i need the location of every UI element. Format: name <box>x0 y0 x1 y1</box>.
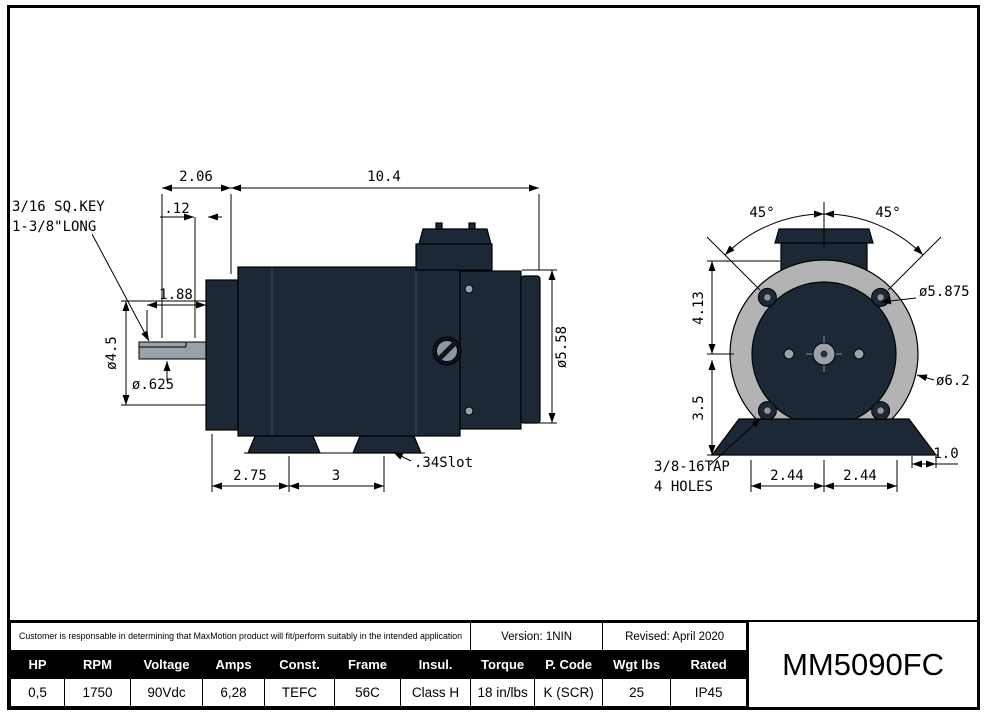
tap-note-line2: 4 HOLES <box>654 479 713 495</box>
rear-foot <box>352 435 422 454</box>
technical-drawing: 2.06 10.4 .12 1.88 ø4.5 ø.625 3/16 SQ.KE… <box>12 169 970 495</box>
c-face-flange <box>205 279 239 431</box>
motor-body <box>237 266 461 437</box>
motor-side-view <box>138 222 541 454</box>
dim-foot-front: 2.75 <box>233 468 267 484</box>
col-header-voltage: Voltage <box>130 650 203 679</box>
spec-value-voltage: 90Vdc <box>130 678 203 707</box>
dim-outer-dia: ø6.2 <box>936 373 970 389</box>
spec-value-frame: 56C <box>334 678 401 707</box>
col-header-frame: Frame <box>334 650 401 679</box>
flange-bolt-holes <box>757 287 891 421</box>
col-header-torque: Torque <box>470 650 536 679</box>
col-header-insul: Insul. <box>399 650 472 679</box>
dim-angle-right: 45° <box>875 205 900 221</box>
dim-flange-dia: ø4.5 <box>104 336 120 370</box>
model-number: MM5090FC <box>747 622 977 707</box>
version-cell: Version: 1NIN <box>470 622 604 651</box>
title-block: Customer is responsable in determining t… <box>9 620 977 707</box>
col-header-wgt: Wgt lbs <box>602 650 672 679</box>
col-header-const: Const. <box>264 650 335 679</box>
col-header-rpm: RPM <box>64 650 131 679</box>
col-header-hp: HP <box>10 650 65 679</box>
dim-foot-edge: 1.0 <box>933 446 958 462</box>
dim-shaft-dia: ø.625 <box>132 377 174 393</box>
dim-angle-left: 45° <box>749 205 774 221</box>
side-view-dimensions: 2.06 10.4 .12 1.88 ø4.5 ø.625 3/16 SQ.KE… <box>12 169 570 492</box>
spec-table: Customer is responsable in determining t… <box>9 622 748 707</box>
front-view-dimensions: 45° 45° 4.13 3.5 ø5.875 ø6.2 1.0 <box>654 202 970 495</box>
spec-value-torque: 18 in/lbs <box>470 678 536 707</box>
disclaimer-text: Customer is responsable in determining t… <box>9 622 472 651</box>
rear-housing <box>459 270 522 430</box>
meta-row: Customer is responsable in determining t… <box>9 622 748 651</box>
end-cap <box>520 275 541 424</box>
shaft-center-detail <box>783 336 865 372</box>
spec-value-hp: 0,5 <box>10 678 65 707</box>
dim-foot-left: 2.44 <box>770 468 804 484</box>
spec-value-insul: Class H <box>399 678 472 707</box>
dim-shaft-section: 2.06 <box>179 169 213 185</box>
spec-value-const: TEFC <box>264 678 335 707</box>
front-foot <box>247 435 321 454</box>
revised-cell: Revised: April 2020 <box>602 622 748 651</box>
col-header-rated: Rated <box>670 650 748 679</box>
dim-foot-spacing: 3 <box>332 468 340 484</box>
spec-value-wgt: 25 <box>602 678 672 707</box>
dim-shaft-height: 3.5 <box>691 395 707 420</box>
motor-shaft <box>138 341 208 360</box>
dim-offset: .12 <box>164 201 189 217</box>
motor-front-view <box>710 228 938 456</box>
dim-overall-length: 10.4 <box>367 169 401 185</box>
col-header-pcode: P. Code <box>534 650 604 679</box>
conduit-box-lid <box>418 228 492 245</box>
dim-body-dia: ø5.58 <box>554 326 570 368</box>
mounting-base-front <box>710 418 938 456</box>
spec-value-amps: 6,28 <box>202 678 265 707</box>
spec-value-rated: IP45 <box>670 678 748 707</box>
spec-value-pcode: K (SCR) <box>534 678 604 707</box>
dim-foot-right: 2.44 <box>843 468 877 484</box>
key-note-line2: 1-3/8"LONG <box>12 219 96 235</box>
housing-bolt-bottom <box>464 406 474 416</box>
dim-shaft-length: 1.88 <box>159 287 193 303</box>
tap-note-line1: 3/8-16TAP <box>654 459 730 475</box>
col-header-amps: Amps <box>202 650 265 679</box>
slot-note: .34Slot <box>414 455 473 471</box>
spec-value-rpm: 1750 <box>64 678 131 707</box>
spec-header-row: HP RPM Voltage Amps Const. Frame Insul. … <box>10 650 748 679</box>
dim-bolt-circle: ø5.875 <box>919 284 970 300</box>
housing-bolt-top <box>464 284 474 294</box>
drawing-sheet: 2.06 10.4 .12 1.88 ø4.5 ø.625 3/16 SQ.KE… <box>7 5 980 710</box>
screw-detail <box>432 336 462 366</box>
conduit-box <box>415 243 493 271</box>
key-note-line1: 3/16 SQ.KEY <box>12 199 105 215</box>
dim-upper-height: 4.13 <box>691 291 707 325</box>
spec-value-row: 0,5 1750 90Vdc 6,28 TEFC 56C Class H 18 … <box>10 678 748 707</box>
